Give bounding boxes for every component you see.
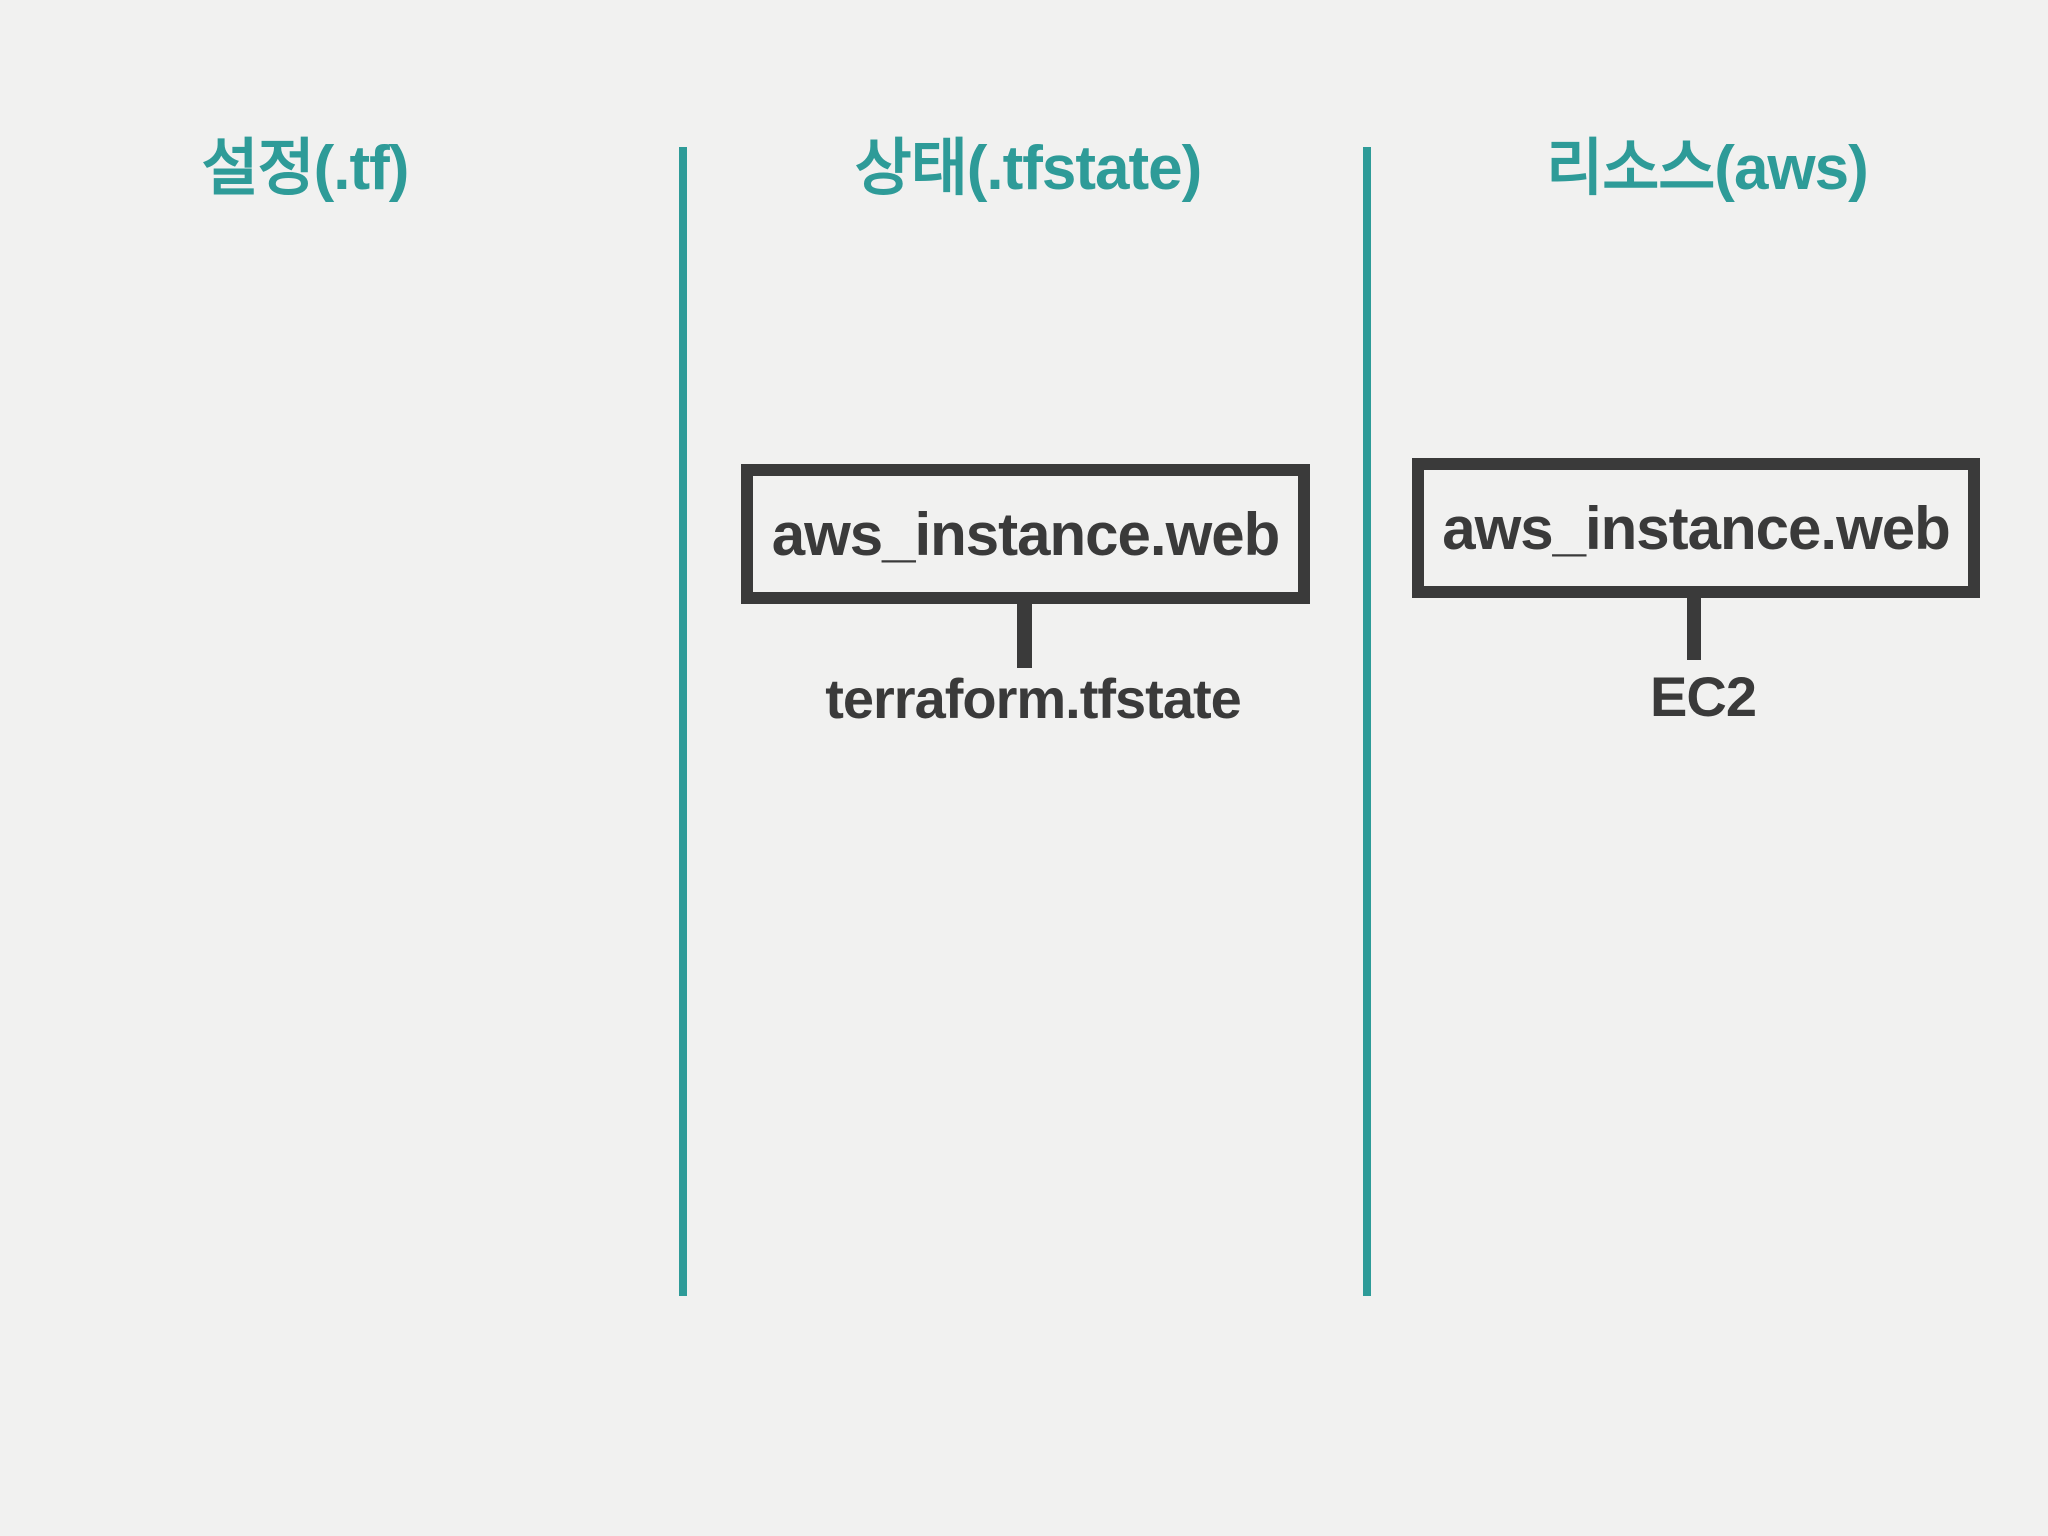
column-divider-left	[679, 147, 687, 1296]
column-divider-right	[1363, 147, 1371, 1296]
resource-node-box: aws_instance.web	[1412, 458, 1980, 598]
column-header-resource: 리소스(aws)	[1546, 134, 1869, 203]
column-header-config: 설정(.tf)	[201, 134, 410, 203]
resource-node-connector-line	[1687, 594, 1701, 660]
state-node-label: aws_instance.web	[771, 500, 1281, 568]
state-node-caption: terraform.tfstate	[825, 666, 1242, 730]
state-node-box: aws_instance.web	[741, 464, 1310, 604]
column-header-state: 상태(.tfstate)	[854, 134, 1203, 203]
resource-node-label: aws_instance.web	[1442, 494, 1951, 562]
resource-node-caption: EC2	[1650, 664, 1757, 728]
state-node-connector-line	[1017, 600, 1032, 668]
